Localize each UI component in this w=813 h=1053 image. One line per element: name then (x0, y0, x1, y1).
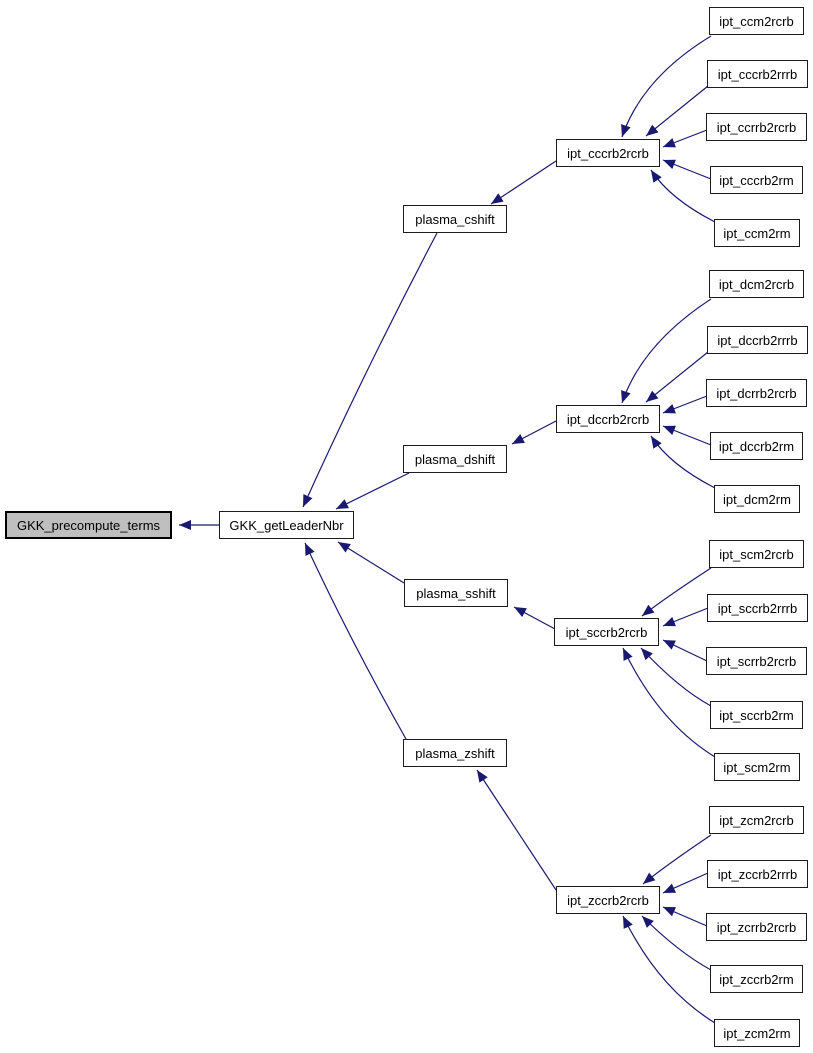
node-gkk-getleadernbr[interactable]: GKK_getLeaderNbr (219, 511, 354, 539)
edge-cccrb2rm (662, 159, 712, 180)
edge-hubs-to-sshift (513, 606, 556, 630)
edge-hubz-to-zshift (476, 769, 557, 891)
edge-dshift-to-leader (335, 472, 410, 510)
node-ipt-zccrb2rcrb[interactable]: ipt_zccrb2rcrb (556, 886, 660, 914)
edge-ccm2rcrb (621, 35, 712, 138)
edge-cccrb2rrrb (645, 85, 709, 137)
node-ipt-zcm2rcrb[interactable]: ipt_zcm2rcrb (709, 806, 804, 834)
node-ipt-ccm2rcrb[interactable]: ipt_ccm2rcrb (709, 7, 804, 35)
node-ipt-scm2rm[interactable]: ipt_scm2rm (714, 753, 800, 781)
edge-dcrrb2rcrb (662, 395, 708, 414)
node-ipt-sccrb2rcrb[interactable]: ipt_sccrb2rcrb (554, 618, 659, 646)
node-ipt-zcrrb2rcrb[interactable]: ipt_zcrrb2rcrb (706, 913, 807, 941)
node-ipt-ccrrb2rcrb[interactable]: ipt_ccrrb2rcrb (706, 113, 807, 141)
node-ipt-dccrb2rm[interactable]: ipt_dccrb2rm (710, 432, 803, 460)
edge-sccrb2rrrb (662, 607, 709, 627)
node-ipt-zccrb2rrrb[interactable]: ipt_zccrb2rrrb (707, 860, 808, 888)
edge-zccrb2rrrb (662, 872, 709, 894)
edge-sccrb2rm (640, 647, 712, 707)
edge-scrrb2rcrb (662, 639, 708, 662)
node-ipt-dccrb2rcrb[interactable]: ipt_dccrb2rcrb (556, 405, 660, 433)
edge-zcrrb2rcrb (662, 906, 708, 927)
node-ipt-zcm2rm[interactable]: ipt_zcm2rm (714, 1019, 800, 1047)
node-gkk-precompute-terms: GKK_precompute_terms (5, 511, 172, 539)
edge-sshift-to-leader (337, 541, 405, 584)
node-ipt-scrrb2rcrb[interactable]: ipt_scrrb2rcrb (706, 647, 807, 675)
node-ipt-cccrb2rm[interactable]: ipt_cccrb2rm (710, 166, 803, 194)
node-ipt-cccrb2rrrb[interactable]: ipt_cccrb2rrrb (707, 60, 808, 88)
node-ipt-scm2rcrb[interactable]: ipt_scm2rcrb (709, 540, 804, 568)
edge-scm2rm (622, 647, 716, 758)
node-ipt-sccrb2rrrb[interactable]: ipt_sccrb2rrrb (707, 594, 808, 622)
node-ipt-dccrb2rrrb[interactable]: ipt_dccrb2rrrb (707, 326, 808, 354)
edge-dccrb2rrrb (645, 351, 709, 403)
edge-ccrrb2rcrb (662, 129, 708, 148)
edge-dcm2rcrb (621, 298, 712, 404)
edge-zcm2rm (622, 915, 716, 1024)
node-plasma-zshift[interactable]: plasma_zshift (403, 739, 507, 767)
edge-cshift-to-leader (302, 232, 438, 508)
node-plasma-cshift[interactable]: plasma_cshift (403, 205, 507, 233)
edge-scm2rcrb (641, 567, 712, 617)
edge-hubd-to-dshift (511, 420, 557, 445)
edge-ccm2rm (650, 169, 716, 223)
node-ipt-sccrb2rm[interactable]: ipt_sccrb2rm (710, 701, 803, 729)
edge-zcm2rcrb (642, 834, 712, 885)
node-ipt-dcrrb2rcrb[interactable]: ipt_dcrrb2rcrb (706, 379, 807, 407)
edge-dcm2rm (650, 435, 716, 489)
edge-dccrb2rm (662, 425, 712, 446)
edge-zccrb2rm (641, 915, 712, 971)
node-plasma-dshift[interactable]: plasma_dshift (403, 445, 507, 473)
node-plasma-sshift[interactable]: plasma_sshift (404, 579, 508, 607)
edge-hubc-to-cshift (490, 160, 557, 205)
node-ipt-ccm2rm[interactable]: ipt_ccm2rm (714, 219, 800, 247)
edge-zshift-to-leader (304, 542, 407, 740)
node-ipt-cccrb2rcrb[interactable]: ipt_cccrb2rcrb (556, 139, 660, 167)
node-ipt-zccrb2rm[interactable]: ipt_zccrb2rm (710, 965, 803, 993)
node-ipt-dcm2rm[interactable]: ipt_dcm2rm (714, 485, 800, 513)
node-ipt-dcm2rcrb[interactable]: ipt_dcm2rcrb (709, 270, 804, 298)
